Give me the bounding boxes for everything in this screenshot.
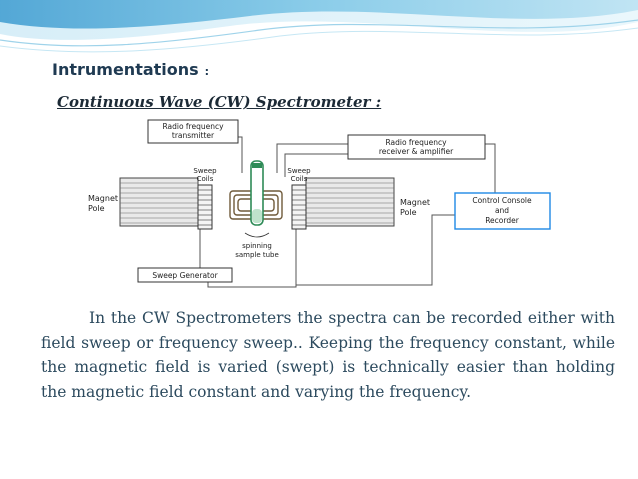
- rf-receiver-label-1: Radio frequency: [385, 138, 447, 147]
- sample-tube-shape: [250, 160, 264, 226]
- rf-transmitter-label-2: transmitter: [172, 131, 215, 140]
- body-paragraph: In the CW Spectrometers the spectra can …: [41, 306, 615, 404]
- cw-spectrometer-diagram: Radio frequency transmitter Radio freque…: [70, 117, 575, 297]
- sweep-generator-box: [137, 267, 233, 283]
- control-console-label-2: and: [495, 206, 509, 215]
- control-console-box: [454, 192, 551, 230]
- sweep-coil-left-shape: [197, 184, 213, 230]
- magnet-pole-right-label-1: Magnet: [400, 198, 430, 207]
- sample-tube-label-2: sample tube: [235, 251, 279, 259]
- sweep-coils-left-label-1: Sweep: [193, 167, 217, 175]
- sweep-coils-right-label-1: Sweep: [287, 167, 311, 175]
- title-text: Intrumentations: [52, 60, 199, 79]
- rf-transmitter-box: [147, 119, 239, 144]
- sweep-coils-left-label-2: Coils: [197, 175, 214, 183]
- magnet-pole-left-shape: [119, 177, 199, 227]
- slide-title: Intrumentations:: [52, 60, 209, 79]
- magnet-pole-left-label-2: Pole: [88, 204, 105, 213]
- magnet-pole-right-label-2: Pole: [400, 208, 417, 217]
- control-console-label-1: Control Console: [472, 196, 532, 205]
- sweep-generator-label: Sweep Generator: [152, 271, 218, 280]
- sample-tube-label-1: spinning: [242, 242, 272, 250]
- rf-transmitter-label-1: Radio frequency: [162, 122, 224, 131]
- sweep-coil-right-shape: [291, 184, 307, 230]
- magnet-pole-left-label-1: Magnet: [88, 194, 118, 203]
- header-wave: [0, 0, 638, 53]
- sweep-coils-right-label-2: Coils: [291, 175, 308, 183]
- title-colon: :: [204, 65, 210, 78]
- spin-arrow-icon: [244, 232, 270, 238]
- magnet-pole-right-shape: [305, 177, 395, 227]
- rf-receiver-box: [347, 134, 486, 160]
- slide-subtitle: Continuous Wave (CW) Spectrometer :: [57, 93, 382, 111]
- body-paragraph-text: In the CW Spectrometers the spectra can …: [41, 309, 615, 401]
- rf-receiver-label-2: receiver & amplifier: [379, 147, 454, 156]
- control-console-label-3: Recorder: [485, 216, 520, 225]
